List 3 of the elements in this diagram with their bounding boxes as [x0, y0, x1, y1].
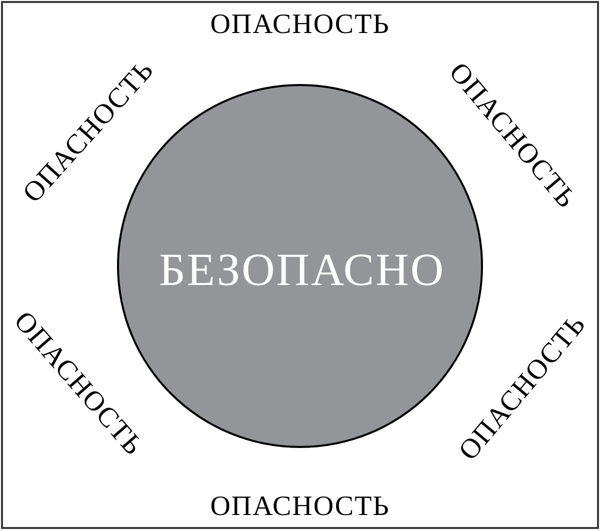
danger-label: ОПАСНОСТЬ: [210, 493, 390, 521]
safe-label: БЕЗОПАСНО: [158, 247, 446, 293]
danger-label: ОПАСНОСТЬ: [210, 11, 390, 39]
